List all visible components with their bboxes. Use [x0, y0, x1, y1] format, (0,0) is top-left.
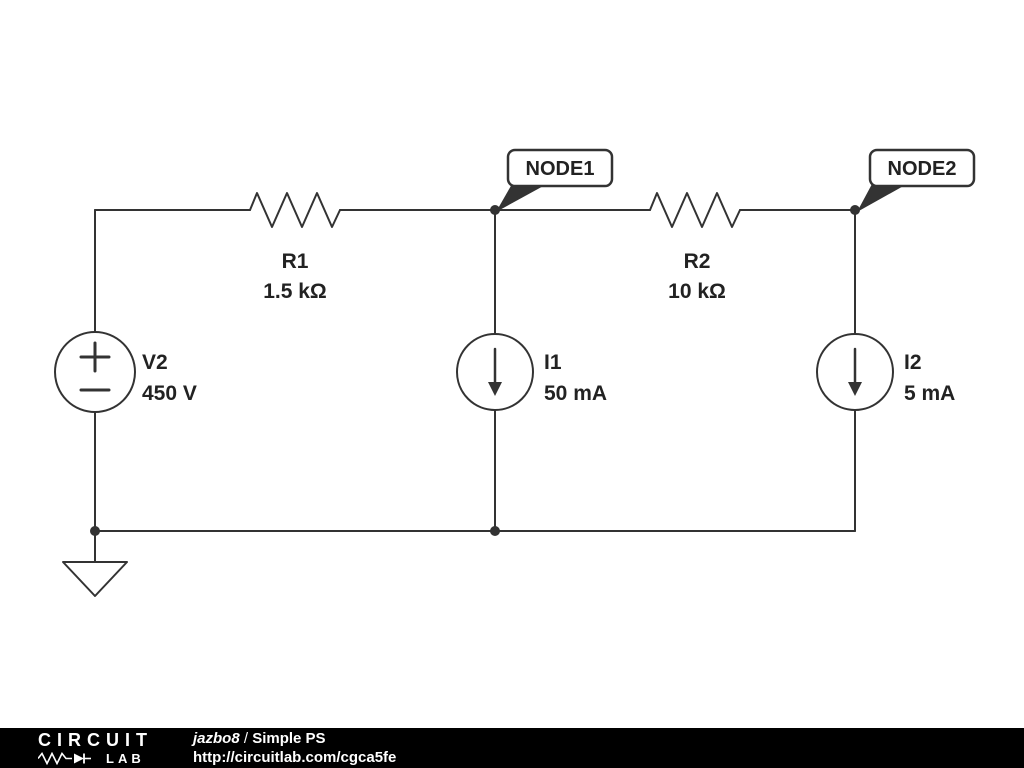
current-source-circle — [456, 333, 534, 411]
r2-label: R2 — [684, 250, 711, 273]
i1-value: 50 mA — [544, 382, 607, 405]
i2-value: 5 mA — [904, 382, 955, 405]
author-text: jazbo8 — [193, 730, 240, 747]
node2-callout[interactable]: NODE2 — [857, 148, 976, 212]
circuit-schematic: R1 1.5 kΩ R2 10 kΩ V2 450 V I1 50 mA I2 … — [54, 148, 976, 597]
resistor-r1[interactable]: R1 1.5 kΩ — [249, 192, 341, 303]
resistor-r1-zigzag — [249, 192, 341, 228]
current-source-i2[interactable]: I2 5 mA — [816, 333, 955, 411]
node2-callout-tail — [857, 184, 907, 212]
i1-label: I1 — [544, 351, 562, 374]
node-dot — [90, 526, 100, 536]
resistor-diode-icon — [38, 752, 91, 765]
voltage-source-circle — [54, 331, 136, 413]
current-source-i1[interactable]: I1 50 mA — [456, 333, 607, 411]
voltage-source-v2[interactable]: V2 450 V — [54, 331, 197, 413]
node-dot — [490, 526, 500, 536]
node1-callout-box — [506, 148, 614, 188]
share-url[interactable]: http://circuitlab.com/cgca5fe — [193, 749, 397, 766]
down-arrowhead-icon — [848, 382, 862, 396]
v2-label: V2 — [142, 351, 168, 374]
r1-value: 1.5 kΩ — [263, 280, 327, 303]
ground-symbol[interactable] — [62, 561, 128, 597]
plus-sign-icon — [79, 341, 111, 373]
node2-callout-box — [868, 148, 976, 188]
resistor-r2-zigzag — [649, 192, 741, 228]
footer-title-line: jazbo8 / Simple PS — [193, 729, 396, 748]
circuitlab-logo[interactable]: CIRCUIT LAB — [38, 731, 153, 765]
current-source-circle — [816, 333, 894, 411]
node-dot — [850, 205, 860, 215]
node1-label: NODE1 — [526, 158, 595, 180]
node1-callout-tail — [496, 184, 547, 212]
wires — [94, 209, 856, 563]
node-dot — [490, 205, 500, 215]
separator-text: / — [239, 730, 253, 747]
node2-label: NODE2 — [888, 158, 957, 180]
ground-triangle-icon — [62, 561, 128, 597]
resistor-r2[interactable]: R2 10 kΩ — [649, 192, 741, 303]
footer-meta: jazbo8 / Simple PS http://circuitlab.com… — [193, 729, 396, 767]
node1-callout[interactable]: NODE1 — [496, 148, 614, 212]
logo-bottom-row: LAB — [38, 752, 153, 765]
logo-lab-text: LAB — [106, 751, 145, 766]
r1-label: R1 — [282, 250, 309, 273]
down-arrowhead-icon — [488, 382, 502, 396]
r2-value: 10 kΩ — [668, 280, 726, 303]
logo-circuit-text: CIRCUIT — [38, 730, 153, 750]
circuit-title-text: Simple PS — [252, 730, 326, 747]
v2-value: 450 V — [142, 382, 197, 405]
footer-bar: CIRCUIT LAB jazbo8 / Simple PS http://ci… — [0, 728, 1024, 768]
i2-label: I2 — [904, 351, 922, 374]
